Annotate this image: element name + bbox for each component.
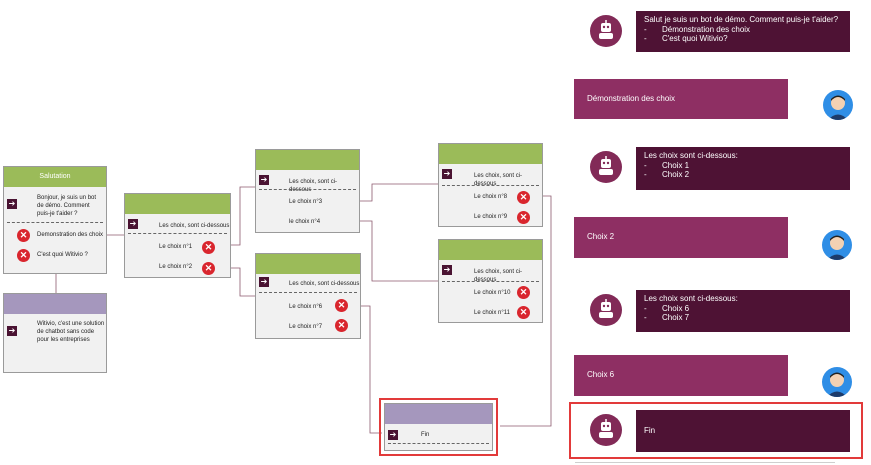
- bot-glyph: [599, 20, 613, 39]
- list-item: Choix 7: [644, 313, 842, 322]
- node-message: Bonjour, je suis un bot de démo. Comment…: [37, 195, 97, 217]
- bot-message: Les choix sont ci-dessous: Choix 1 Choix…: [636, 147, 850, 190]
- choice-label: Demonstration des choix: [37, 232, 104, 238]
- user-message: Démonstration des choix: [574, 79, 788, 119]
- arrow-right-icon: ➔: [7, 199, 17, 209]
- close-icon[interactable]: ✕: [17, 229, 30, 242]
- node-header: [256, 254, 360, 274]
- user-glyph: [828, 95, 848, 120]
- node-fin[interactable]: ➔ Fin: [384, 403, 493, 451]
- choice-label: Le choix n°1: [159, 244, 193, 250]
- arrow-right-icon: ➔: [388, 430, 398, 440]
- choice-label: Le choix n°8: [474, 194, 508, 200]
- close-icon[interactable]: ✕: [17, 249, 30, 262]
- close-icon[interactable]: ✕: [517, 306, 530, 319]
- choice-label: Le choix n°11: [474, 310, 510, 316]
- choice-label: Le choix n°7: [289, 324, 323, 330]
- node-header: Salutation: [4, 167, 106, 187]
- edge-choix6-to-fin: [361, 305, 382, 434]
- bot-glyph: [599, 156, 613, 175]
- node-choix-a[interactable]: ➔ Les choix, sont ci-dessous Le choix n°…: [255, 149, 360, 233]
- node-message: Witivio, c'est une solution de chatbot s…: [37, 321, 105, 343]
- edge-choix4-to-d: [360, 220, 438, 282]
- arrow-right-icon: ➔: [259, 175, 269, 185]
- node-choix[interactable]: ➔ Les choix, sont ci-dessous Le choix n°…: [124, 193, 231, 278]
- edge-choix8-loop: [500, 195, 552, 427]
- close-icon[interactable]: ✕: [202, 262, 215, 275]
- bot-message-text: Les choix sont ci-dessous:: [644, 294, 738, 303]
- user-message: Choix 2: [574, 217, 788, 258]
- bot-avatar-icon: [590, 15, 622, 47]
- list-item: Démonstration des choix: [644, 25, 842, 34]
- bot-message-text: Les choix sont ci-dessous:: [644, 151, 738, 160]
- divider: [575, 462, 835, 463]
- choice-label: le choix n°4: [289, 219, 321, 225]
- choice-label: Le choix n°9: [474, 214, 508, 220]
- bot-glyph: [599, 299, 613, 318]
- user-avatar-icon: [822, 367, 852, 397]
- arrow-right-icon: ➔: [442, 169, 452, 179]
- node-message: Les choix, sont ci-dessous: [159, 223, 230, 229]
- choice-label: Le choix n°6: [289, 304, 323, 310]
- user-avatar-icon: [822, 230, 852, 260]
- close-icon[interactable]: ✕: [335, 319, 348, 332]
- user-message: Choix 6: [574, 355, 788, 396]
- close-icon[interactable]: ✕: [202, 241, 215, 254]
- node-message: Les choix, sont ci-dessous: [474, 269, 523, 283]
- choice-label: Le choix n°10: [474, 290, 511, 296]
- fin-node-highlight: [379, 398, 498, 456]
- close-icon[interactable]: ✕: [517, 211, 530, 224]
- bot-glyph: [599, 419, 613, 438]
- node-message: Les choix, sont ci-dessous: [474, 173, 523, 187]
- choice-label: Le choix n°3: [289, 199, 323, 205]
- arrow-right-icon: ➔: [442, 265, 452, 275]
- edge-choix1-to-a: [231, 186, 255, 246]
- node-header: [385, 404, 492, 424]
- fin-message-highlight: [569, 402, 863, 459]
- close-icon[interactable]: ✕: [517, 191, 530, 204]
- user-glyph: [827, 372, 847, 397]
- arrow-right-icon: ➔: [7, 326, 17, 336]
- node-choix-d[interactable]: ➔ Les choix, sont ci-dessous Le choix n°…: [438, 239, 543, 323]
- list-item: Choix 6: [644, 304, 842, 313]
- list-item: Choix 1: [644, 161, 842, 170]
- bot-message: Les choix sont ci-dessous: Choix 6 Choix…: [636, 290, 850, 332]
- close-icon[interactable]: ✕: [517, 286, 530, 299]
- node-salutation[interactable]: Salutation ➔ Bonjour, je suis un bot de …: [3, 166, 107, 274]
- arrow-right-icon: ➔: [259, 277, 269, 287]
- edge-choix3-to-c: [360, 183, 438, 202]
- list-item: Choix 2: [644, 170, 842, 179]
- choice-label: C'est quoi Witivio ?: [37, 252, 88, 258]
- node-header: [439, 144, 542, 164]
- bot-avatar-icon: [590, 414, 622, 446]
- node-header: [439, 240, 542, 260]
- node-message: Les choix, sont ci-dessous: [289, 281, 360, 287]
- node-message: Fin: [421, 432, 430, 438]
- user-glyph: [827, 235, 847, 260]
- node-message: Les choix, sont ci-dessous: [289, 179, 338, 193]
- edge-choix2-to-b: [231, 267, 255, 297]
- bot-message-text: Salut je suis un bot de démo. Comment pu…: [644, 15, 839, 24]
- choice-label: Le choix n°2: [159, 264, 193, 270]
- user-avatar-icon: [823, 90, 853, 120]
- node-choix-b[interactable]: ➔ Les choix, sont ci-dessous Le choix n°…: [255, 253, 361, 339]
- node-choix-c[interactable]: ➔ Les choix, sont ci-dessous Le choix n°…: [438, 143, 543, 227]
- node-witivio[interactable]: ➔ Witivio, c'est une solution de chatbot…: [3, 293, 107, 373]
- arrow-right-icon: ➔: [128, 219, 138, 229]
- bot-message: Fin: [636, 410, 850, 452]
- node-header: [4, 294, 106, 314]
- bot-avatar-icon: [590, 294, 622, 326]
- bot-message: Salut je suis un bot de démo. Comment pu…: [636, 11, 850, 52]
- bot-avatar-icon: [590, 151, 622, 183]
- node-header: [256, 150, 359, 170]
- list-item: C'est quoi Witivio?: [644, 34, 842, 43]
- node-header: [125, 194, 230, 214]
- close-icon[interactable]: ✕: [335, 299, 348, 312]
